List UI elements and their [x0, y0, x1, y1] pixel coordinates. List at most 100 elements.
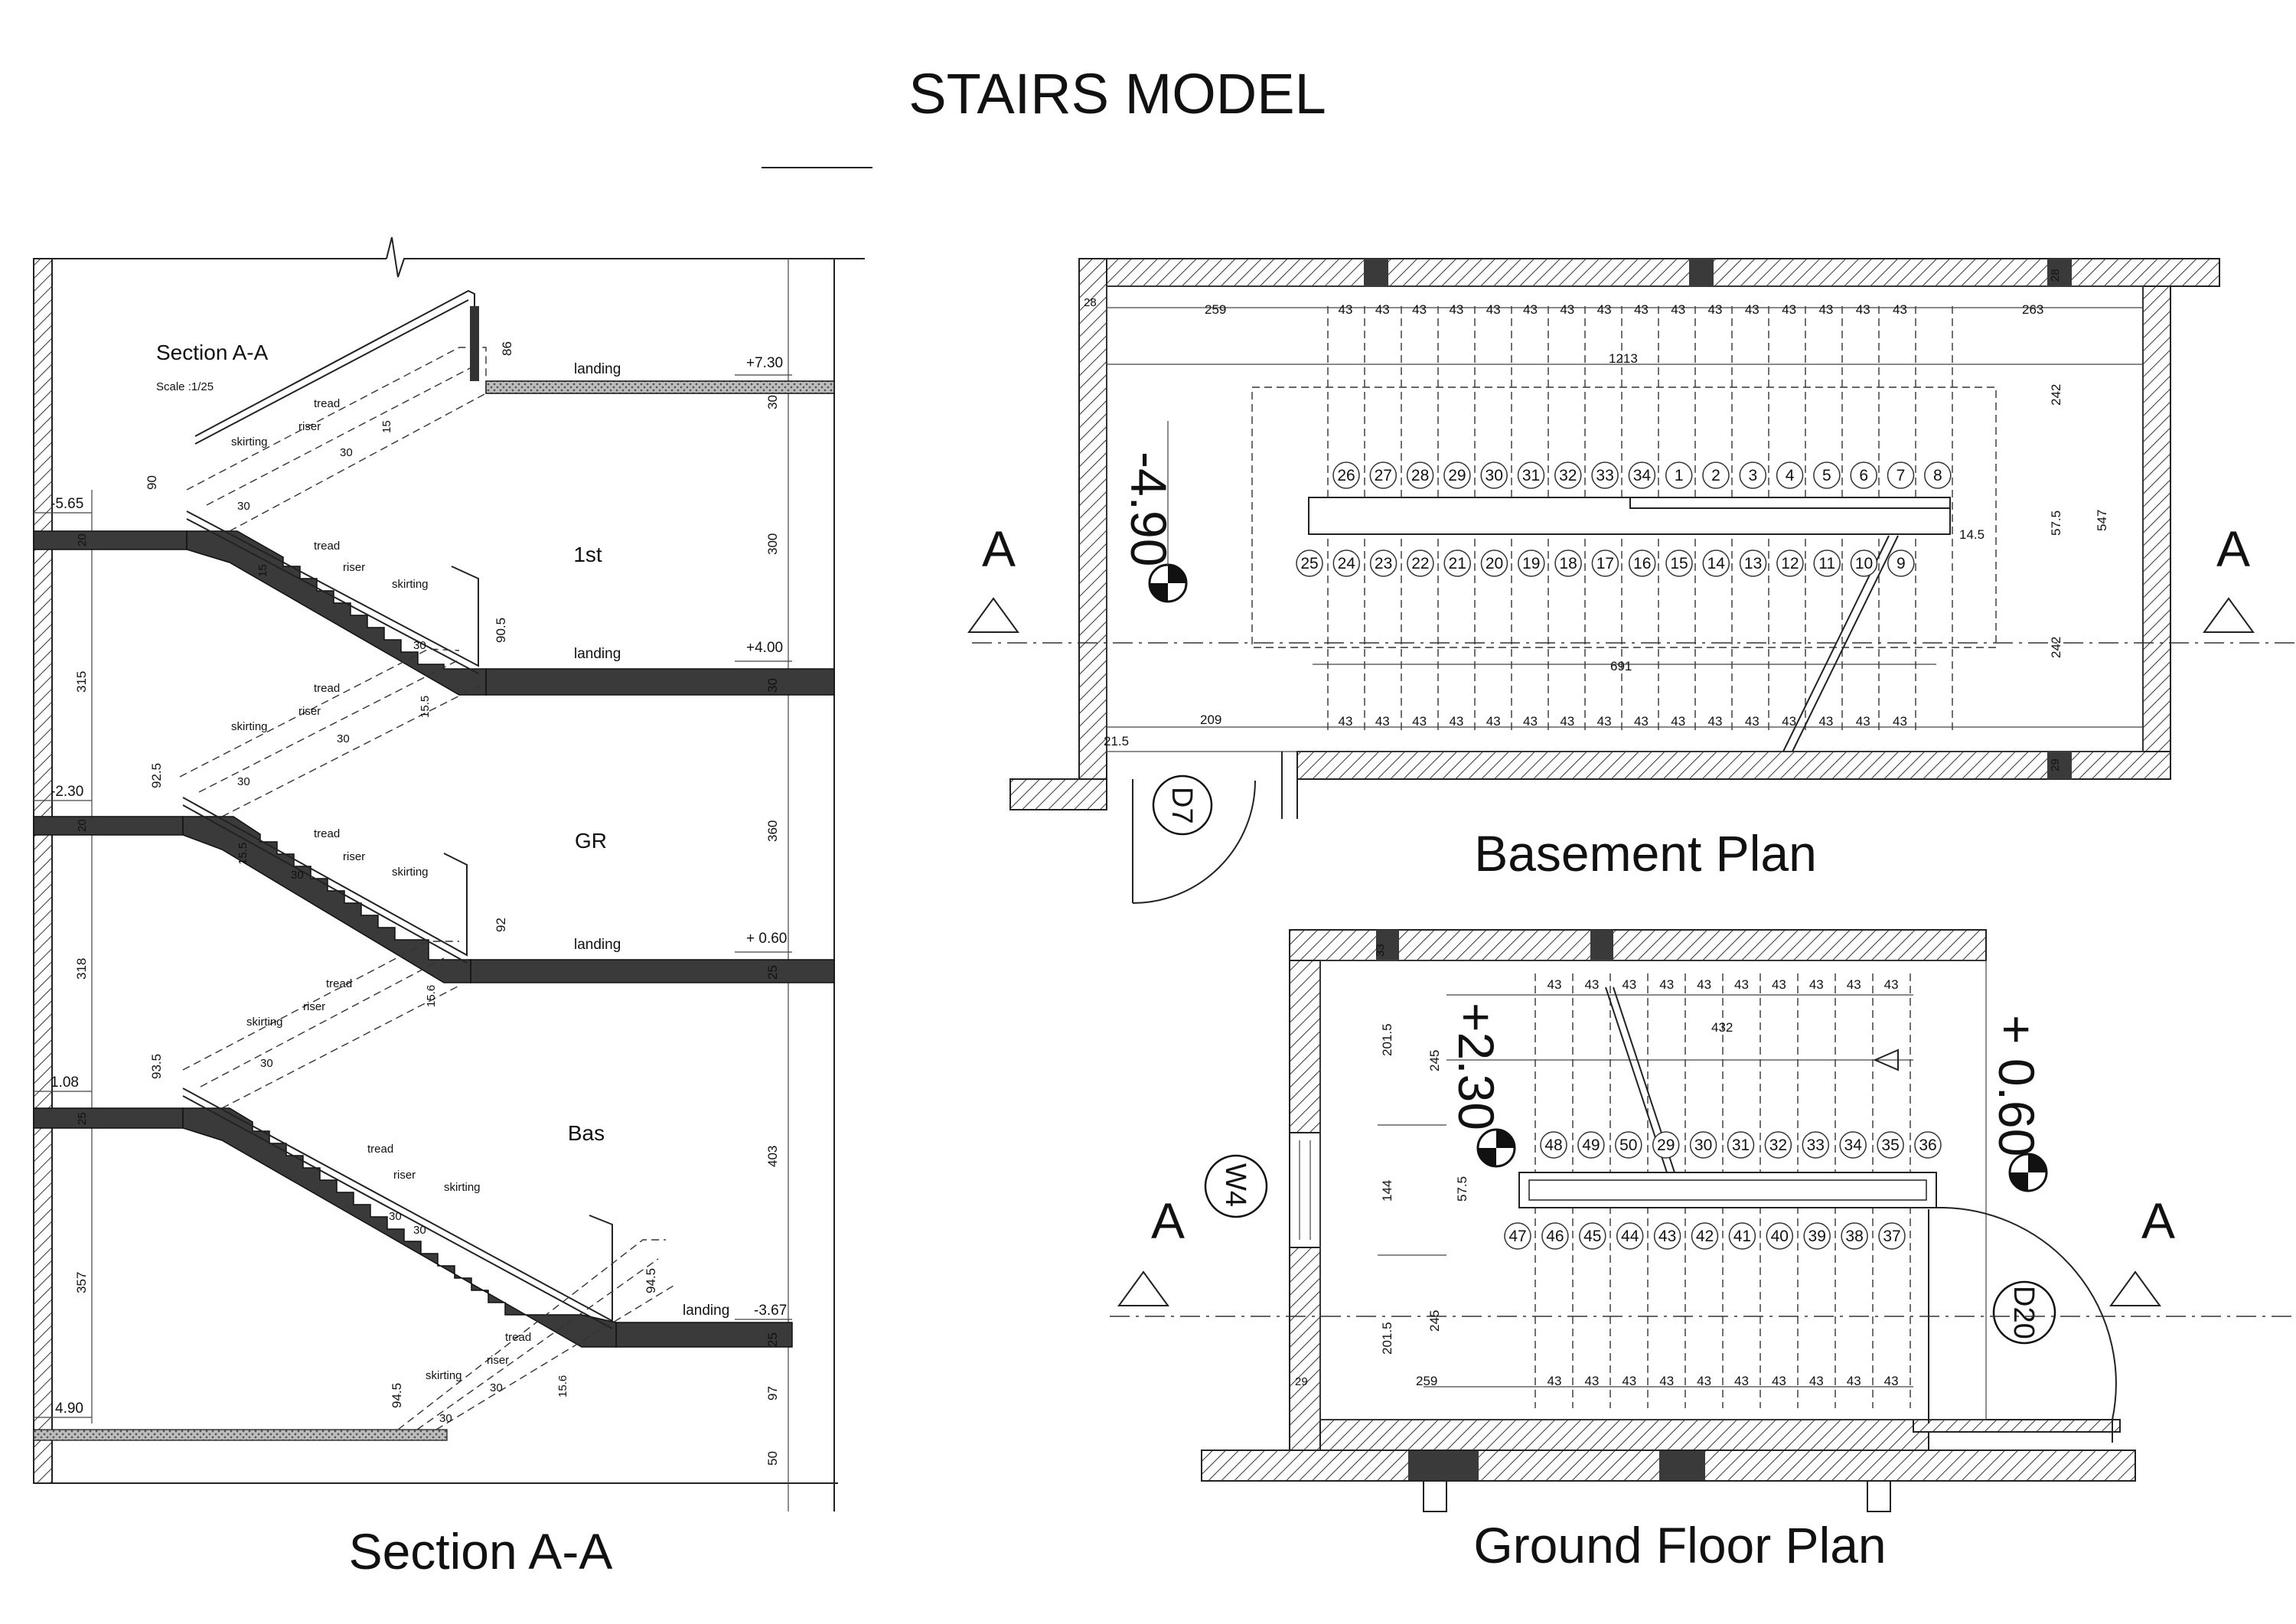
ground-dim-side-6: 201.5	[1380, 1322, 1394, 1355]
slab-thk-2: 20	[76, 819, 89, 832]
step-number-circle	[1878, 1222, 1906, 1250]
stair-dim-30f: 30	[291, 869, 304, 882]
tread-dim-label: 43	[1659, 977, 1674, 992]
step-number-circle	[1443, 461, 1471, 489]
step-number: 26	[1337, 467, 1355, 484]
ground-dim-side-3: 144	[1380, 1180, 1394, 1202]
step-number: 3	[1748, 467, 1757, 484]
basement-dim-side-5: 14.5	[1959, 527, 1985, 542]
step-number: 21	[1449, 555, 1466, 572]
page-title: STAIRS MODEL	[908, 62, 1326, 126]
step-number-circle	[1776, 549, 1804, 577]
step-number: 13	[1744, 555, 1762, 572]
right-dim-9: 97	[765, 1386, 780, 1401]
callout-riser-4: riser	[343, 850, 365, 863]
tread-dim-label: 43	[1671, 714, 1685, 729]
step-number: 44	[1621, 1228, 1639, 1245]
step-number-circle	[1616, 1222, 1644, 1250]
tread-dim-label: 43	[1339, 714, 1353, 729]
step-number: 1	[1675, 467, 1684, 484]
step-number-circle	[1332, 461, 1360, 489]
right-dim-3: 300	[765, 533, 780, 555]
step-number: 34	[1844, 1136, 1863, 1154]
right-dim-10: 50	[765, 1451, 780, 1466]
step-number-circle	[1652, 1131, 1680, 1159]
tread-dim-label: 43	[1339, 302, 1353, 317]
step-number-circle	[1554, 549, 1582, 577]
tread-dim-label: 43	[1818, 714, 1833, 729]
step-number: 4	[1786, 467, 1795, 484]
step-number-circle	[1369, 549, 1397, 577]
callout-skirting-7: skirting	[426, 1369, 462, 1382]
tread-dim-label: 43	[1634, 714, 1649, 729]
step-number-circle	[1850, 461, 1877, 489]
slab-thk-1: 20	[76, 533, 89, 546]
step-number-circle	[1691, 1222, 1719, 1250]
tread-dim-label: 43	[1884, 1374, 1899, 1388]
right-dim-7: 403	[765, 1146, 780, 1167]
tread-dim-label: 43	[1856, 714, 1870, 729]
basement-dim-corner-1: 28	[1084, 296, 1097, 309]
step-number: 29	[1448, 467, 1466, 484]
step-number: 37	[1883, 1228, 1900, 1245]
basement-dim-corner-3: 29	[2049, 758, 2062, 771]
landing-label-top: landing	[574, 361, 621, 377]
step-number: 34	[1633, 467, 1652, 484]
stair-dim-155b: 15.5	[236, 843, 249, 865]
level-ground: + 0.60	[746, 931, 787, 947]
step-number: 23	[1375, 555, 1392, 572]
step-number-circle	[1541, 1222, 1569, 1250]
tread-dim-label: 43	[1708, 714, 1723, 729]
basement-dim-side-3: 547	[2095, 510, 2109, 531]
basement-dim-side-1: 242	[2049, 384, 2063, 406]
step-number-circle	[1540, 1131, 1567, 1159]
tread-dim-label: 43	[1884, 977, 1899, 992]
callout-skirting-5: skirting	[246, 1016, 283, 1029]
step-number-circle	[1887, 461, 1915, 489]
step-number: 10	[1855, 555, 1873, 572]
stair-dim-30c: 30	[413, 639, 426, 652]
callout-riser-2: riser	[343, 561, 365, 574]
callout-skirting-2: skirting	[392, 578, 429, 591]
callout-riser-6: riser	[393, 1169, 416, 1182]
right-dim-5: 360	[765, 820, 780, 842]
step-number-circle	[1665, 549, 1693, 577]
ground-dim-mid: 432	[1711, 1020, 1733, 1035]
slab-first	[33, 530, 188, 550]
level-left-4: 4.90	[55, 1401, 83, 1417]
flight-dim-1: 90.5	[494, 618, 508, 643]
step-number-circle	[1739, 461, 1767, 489]
basement-dim-side-2: 57.5	[2049, 510, 2063, 536]
step-number: 16	[1633, 555, 1651, 572]
step-number: 48	[1544, 1136, 1562, 1154]
step-number-circle	[1728, 1222, 1756, 1250]
step-number: 11	[1818, 555, 1835, 572]
step-number-circle	[1689, 1131, 1717, 1159]
tread-dim-label: 43	[1560, 714, 1574, 729]
level-top: +7.30	[746, 355, 783, 371]
step-number: 5	[1822, 467, 1831, 484]
slab-top	[485, 380, 835, 394]
step-number: 20	[1486, 555, 1503, 572]
tread-dim-label: 43	[1523, 302, 1538, 317]
right-dim-4: 30	[765, 678, 780, 693]
step-number-circle	[1665, 461, 1693, 489]
basement-dim-left: 259	[1205, 302, 1226, 317]
ground-floor-plan: D20 W4 A A +2.30 + 0.60 432 259 201.5 24…	[1110, 929, 2296, 1573]
tread-dim-label: 43	[1584, 977, 1599, 992]
ground-section-a-left: A	[1151, 1192, 1185, 1249]
step-number: 7	[1896, 467, 1906, 484]
floor-label-1st: 1st	[573, 543, 602, 566]
ground-dim-corner-2: 29	[1295, 1375, 1308, 1388]
callout-tread-3: tread	[314, 682, 340, 695]
step-number-circle	[1518, 549, 1545, 577]
left-dim-4: 318	[74, 958, 89, 980]
callout-tread-1: tread	[314, 397, 340, 410]
right-dim-8: 25	[765, 1332, 780, 1347]
ground-dim-side-2: 245	[1427, 1050, 1442, 1071]
step-number: 42	[1696, 1228, 1714, 1245]
tread-dim-label: 43	[1449, 714, 1463, 729]
step-number-circle	[1615, 1131, 1642, 1159]
left-dim-7: 94.5	[390, 1383, 404, 1408]
